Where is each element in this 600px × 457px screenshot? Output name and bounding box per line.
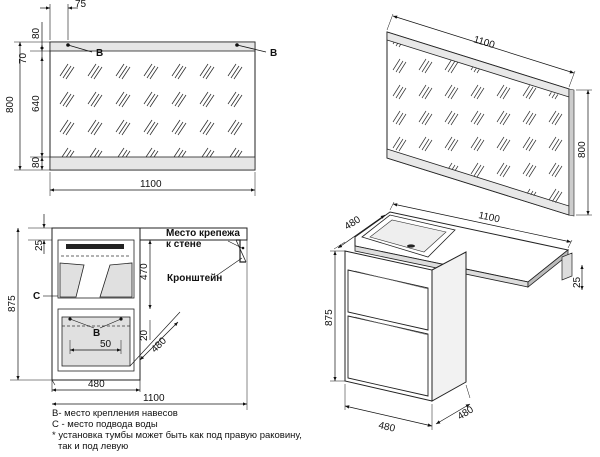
sink-bowl	[66, 244, 124, 249]
callout-wall-line2: к стене	[166, 239, 202, 250]
iso-mirror: 1100 800	[386, 13, 592, 217]
dim-50: 50	[100, 339, 112, 350]
drawer-profile-right	[99, 262, 133, 298]
dim-480-diag: 480	[149, 335, 169, 355]
mirror-top-strip	[49, 41, 256, 52]
lower-drawer	[61, 316, 131, 367]
dim-20: 20	[139, 329, 150, 341]
dim-1100-front: 1100	[140, 179, 162, 190]
iso-drawer-top	[347, 269, 429, 331]
dim-1100-side: 1100	[143, 393, 165, 404]
legend: B- место крепления навесов C - место под…	[52, 408, 302, 452]
marker-b-side: B	[93, 328, 100, 339]
dim-480-iso-top: 480	[343, 214, 363, 232]
legend-line-1: B- место крепления навесов	[52, 408, 178, 419]
callout-wall-line1: Место крепежа	[166, 228, 240, 239]
iso-cabinet-side	[431, 251, 467, 402]
drawer-profile-left	[59, 262, 85, 298]
dim-25-side: 25	[34, 239, 45, 251]
dim-1100-iso: 1100	[477, 210, 501, 225]
side-view: B C Место крепежа к стене Кронштейн 25 8…	[7, 214, 248, 410]
dim-1100-iso-mirror: 1100	[472, 34, 496, 51]
callout-bracket: Кронштейн	[167, 273, 222, 284]
mirror-bottom-strip	[49, 156, 256, 171]
dim-800-iso: 800	[577, 141, 588, 158]
dim-470: 470	[139, 263, 150, 280]
dim-80-bottom: 80	[31, 156, 42, 168]
iso-drawer-bottom	[347, 315, 429, 397]
mirror-glass	[52, 51, 253, 157]
dim-800: 800	[5, 96, 16, 113]
marker-c: C	[33, 291, 40, 302]
dim-480-side: 480	[88, 379, 105, 390]
dim-75: 75	[75, 0, 87, 10]
dim-875-iso: 875	[324, 309, 335, 326]
wall-mount-point	[241, 246, 245, 250]
dim-25-iso: 25	[572, 276, 583, 288]
dim-480-iso-left: 480	[377, 420, 396, 435]
bracket	[236, 239, 246, 263]
dim-480-iso-right: 480	[456, 404, 476, 422]
legend-line-3: * установка тумбы может быть как под пра…	[52, 430, 302, 441]
dim-875-side: 875	[7, 295, 18, 312]
dim-640: 640	[31, 95, 42, 112]
marker-b-left: B	[96, 48, 103, 59]
marker-b-right: B	[270, 48, 277, 59]
legend-line-2: C - место подвода воды	[52, 419, 158, 430]
iso-bracket	[561, 252, 573, 281]
iso-cabinet: 480 1100 25 875 480 480	[324, 201, 584, 435]
dim-80-top: 80	[31, 27, 42, 39]
legend-line-4: так и под левую	[58, 441, 129, 452]
dim-70: 70	[18, 52, 29, 64]
front-view: B B 75 80 70 800 640 80 1100	[5, 0, 277, 196]
